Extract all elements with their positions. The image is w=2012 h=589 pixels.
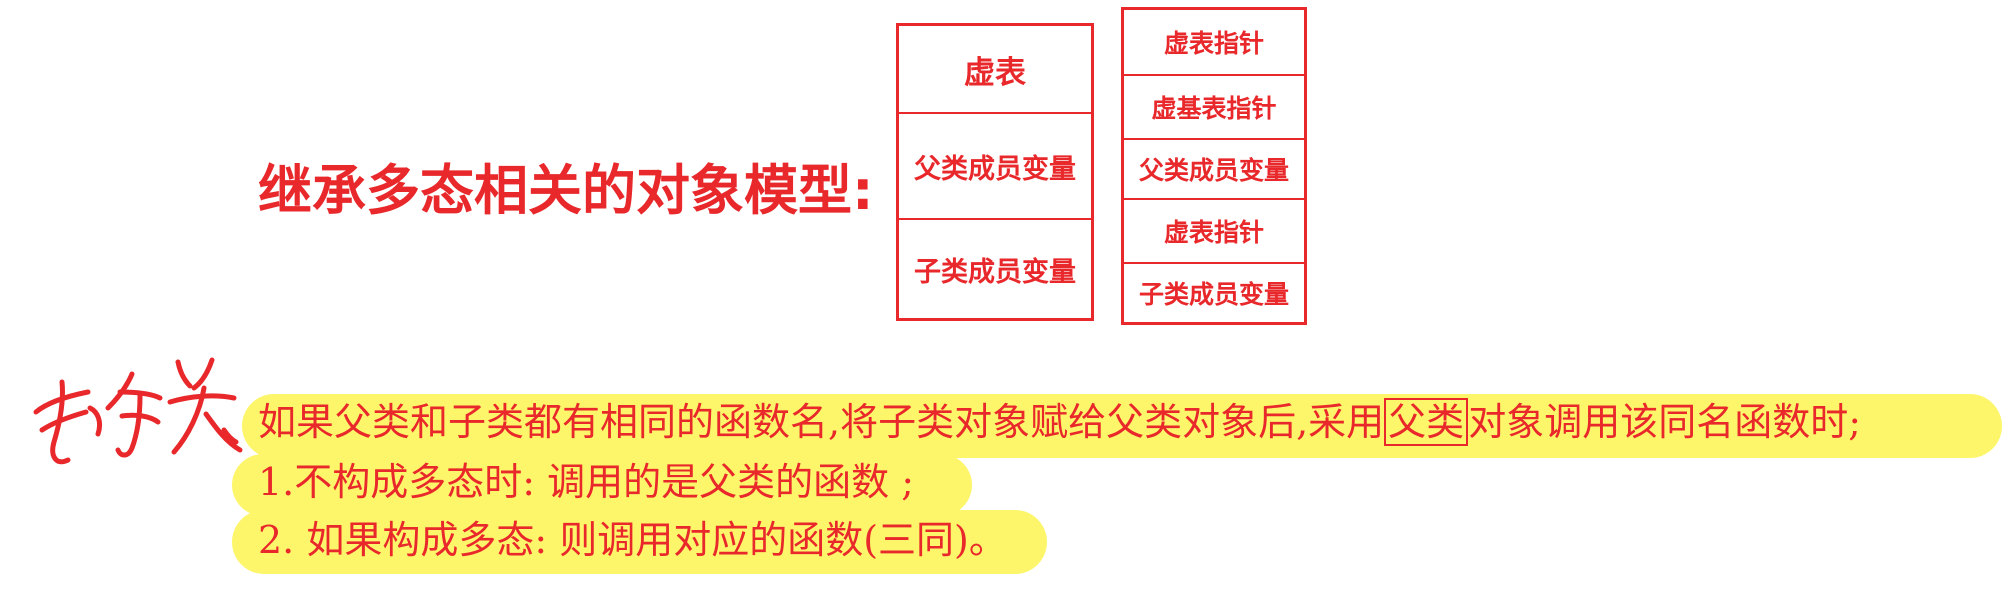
highlight-line-1 [242, 394, 2002, 458]
note-line-2: 1.不构成多态时: 调用的是父类的函数 ; [258, 460, 915, 504]
diagram-title: 继承多态相关的对象模型: [258, 159, 874, 222]
cell-vptr-2: 虚表指针 [1124, 198, 1304, 262]
note-line-3: 2. 如果构成多态: 则调用对应的函数(三同)。 [258, 518, 1007, 562]
note-line-1-start: 如果父类和子类都有相同的函数名,将子类对象赋给父类对象后,采用 [258, 400, 1385, 444]
object-model-right: 虚表指针 虚基表指针 父类成员变量 虚表指针 子类成员变量 [1121, 7, 1307, 325]
handwritten-annotation [33, 357, 243, 465]
object-model-left: 虚表 父类成员变量 子类成员变量 [896, 23, 1094, 321]
boxed-parent-class: 父类 [1384, 398, 1469, 446]
highlight-line-2 [232, 454, 972, 516]
cell-vptr-1: 虚表指针 [1163, 29, 1264, 58]
cell-parent-members-right: 父类成员变量 [1124, 138, 1304, 198]
cell-child-members-right: 子类成员变量 [1124, 262, 1304, 322]
cell-child-members: 子类成员变量 [899, 218, 1091, 318]
cell-parent-members: 父类成员变量 [899, 112, 1091, 218]
note-line-1: 如果父类和子类都有相同的函数名,将子类对象赋给父类对象后,采用父类对象调用该同名… [258, 398, 1861, 446]
cell-vbptr: 虚基表指针 [1124, 74, 1304, 138]
highlight-line-3 [232, 510, 1047, 574]
note-line-1-end: 对象调用该同名函数时; [1468, 400, 1861, 444]
cell-vtable: 虚表 [964, 54, 1026, 91]
